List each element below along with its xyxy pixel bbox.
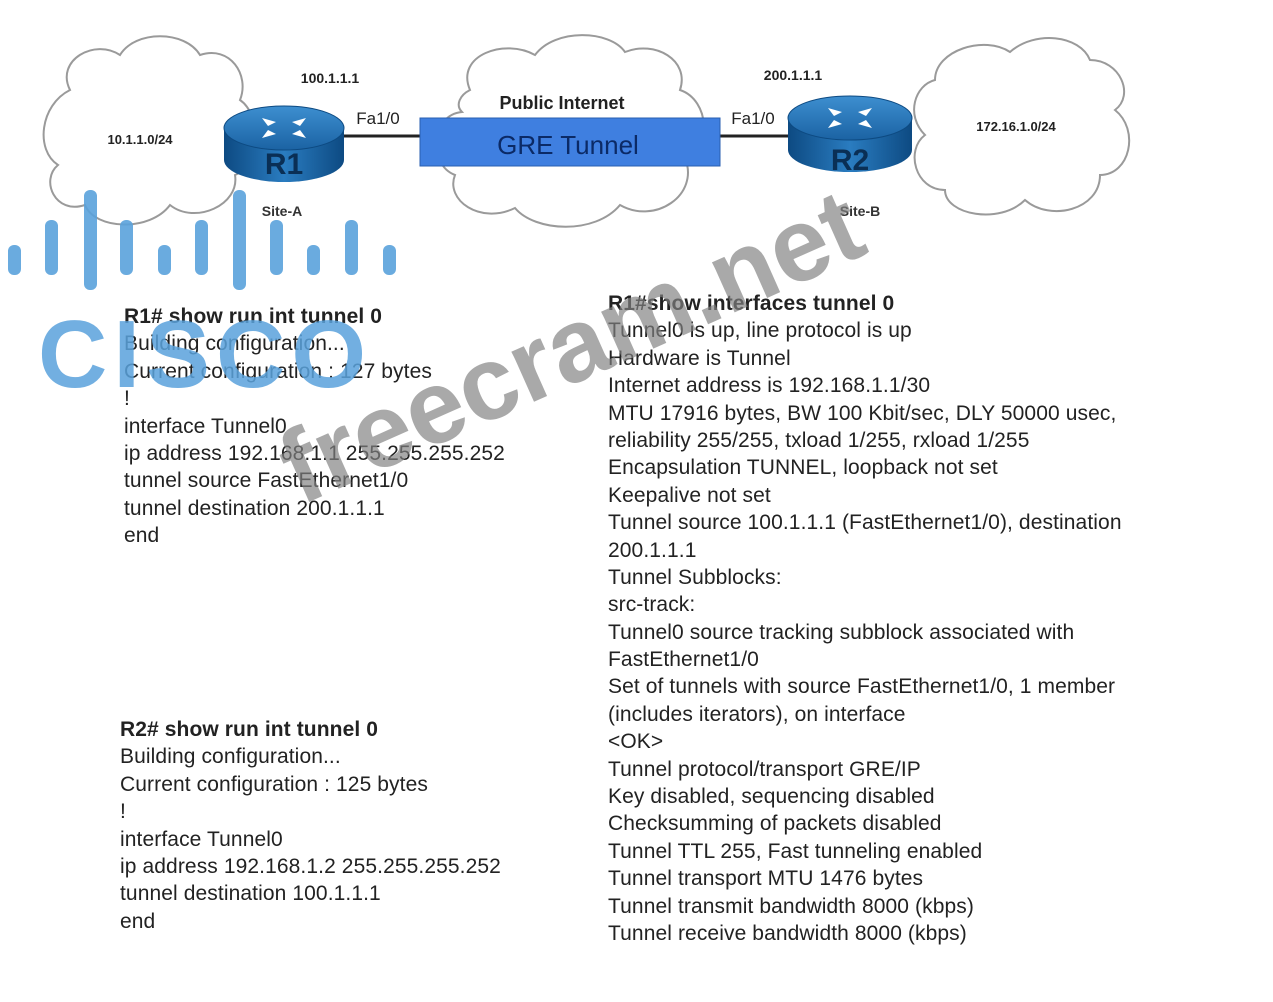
cli-line: R1#show interfaces tunnel 0 — [608, 292, 895, 315]
cli-line: tunnel destination 100.1.1.1 — [120, 882, 381, 906]
cli-line: Current configuration : 127 bytes — [124, 359, 432, 383]
cli-line: ip address 192.168.1.2 255.255.255.252 — [120, 854, 501, 878]
cli-line: Tunnel transport MTU 1476 bytes — [608, 867, 924, 891]
r2-running-config-output: R2# show run int tunnel 0 Building config… — [120, 716, 501, 935]
router-r1: R1 — [223, 105, 345, 182]
cli-line: MTU 17916 bytes, BW 100 Kbit/sec, DLY 50… — [608, 401, 1117, 425]
r1-show-interfaces-output: R1#show interfaces tunnel 0 Tunnel0 is up… — [608, 290, 1122, 947]
cli-line: interface Tunnel0 — [124, 414, 287, 438]
cli-line: R1# show run int tunnel 0 — [124, 305, 383, 328]
r1-label: R1 — [265, 148, 303, 181]
site-b-label: Site-B — [840, 203, 880, 219]
cli-line: Key disabled, sequencing disabled — [608, 785, 935, 809]
r2-ip-label: 200.1.1.1 — [764, 67, 823, 83]
cli-line: Building configuration... — [120, 745, 341, 769]
cli-line: <OK> — [608, 730, 664, 754]
cli-line: (includes iterators), on interface — [608, 702, 906, 726]
cli-line: Tunnel0 source tracking subblock associa… — [608, 620, 1075, 644]
cli-line: tunnel destination 200.1.1.1 — [124, 496, 385, 520]
cli-line: Tunnel transmit bandwidth 8000 (kbps) — [608, 894, 974, 918]
cli-line: interface Tunnel0 — [120, 827, 283, 851]
cli-line: ip address 192.168.1.1 255.255.255.252 — [124, 441, 505, 465]
gre-tunnel-bar — [419, 117, 721, 167]
cli-line: Tunnel0 is up, line protocol is up — [608, 319, 912, 343]
r2-label: R2 — [831, 144, 869, 177]
cli-line: end — [120, 909, 156, 933]
cli-line: Current configuration : 125 bytes — [120, 772, 428, 796]
cli-line: Tunnel TTL 255, Fast tunneling enabled — [608, 839, 983, 863]
cli-line: Checksumming of packets disabled — [608, 812, 942, 836]
cli-line: reliability 255/255, txload 1/255, rxloa… — [608, 428, 1030, 452]
r2-interface-label: Fa1/0 — [731, 109, 774, 128]
cli-line: R2# show run int tunnel 0 — [120, 718, 379, 741]
public-internet-label: Public Internet — [499, 93, 624, 113]
cli-line: tunnel source FastEthernet1/0 — [124, 469, 409, 493]
cli-line: end — [124, 524, 160, 548]
cli-line: 200.1.1.1 — [608, 538, 697, 562]
left-network-label: 10.1.1.0/24 — [107, 132, 173, 147]
cli-line: ! — [120, 800, 126, 824]
gre-tunnel-label: GRE Tunnel — [497, 130, 639, 160]
router-arrows-icon — [828, 108, 872, 128]
cli-line: Hardware is Tunnel — [608, 346, 791, 370]
right-network-label: 172.16.1.0/24 — [976, 119, 1056, 134]
cli-line: Keepalive not set — [608, 483, 771, 507]
cli-line: FastEthernet1/0 — [608, 648, 759, 672]
site-a-label: Site-A — [262, 203, 302, 219]
cli-line: Tunnel receive bandwidth 8000 (kbps) — [608, 921, 967, 945]
r1-ip-label: 100.1.1.1 — [301, 70, 360, 86]
cli-line: Building configuration... — [124, 332, 345, 356]
cli-line: Tunnel source 100.1.1.1 (FastEthernet1/0… — [608, 511, 1122, 535]
r1-interface-label: Fa1/0 — [356, 109, 399, 128]
cli-line: Internet address is 192.168.1.1/30 — [608, 374, 931, 398]
cli-line: ! — [124, 387, 130, 411]
r1-running-config-output: R1# show run int tunnel 0 Building config… — [124, 303, 505, 550]
cli-line: src-track: — [608, 593, 696, 617]
right-network-cloud — [913, 37, 1131, 216]
cli-line: Tunnel Subblocks: — [608, 565, 782, 589]
network-diagram: 10.1.1.0/24 172.16.1.0/24 Public Interne… — [42, 34, 1131, 228]
left-network-cloud — [42, 35, 257, 226]
router-arrows-icon — [262, 118, 306, 138]
cli-line: Set of tunnels with source FastEthernet1… — [608, 675, 1116, 699]
router-r2: R2 — [787, 95, 913, 177]
cli-line: Tunnel protocol/transport GRE/IP — [608, 757, 921, 781]
cli-line: Encapsulation TUNNEL, loopback not set — [608, 456, 998, 480]
